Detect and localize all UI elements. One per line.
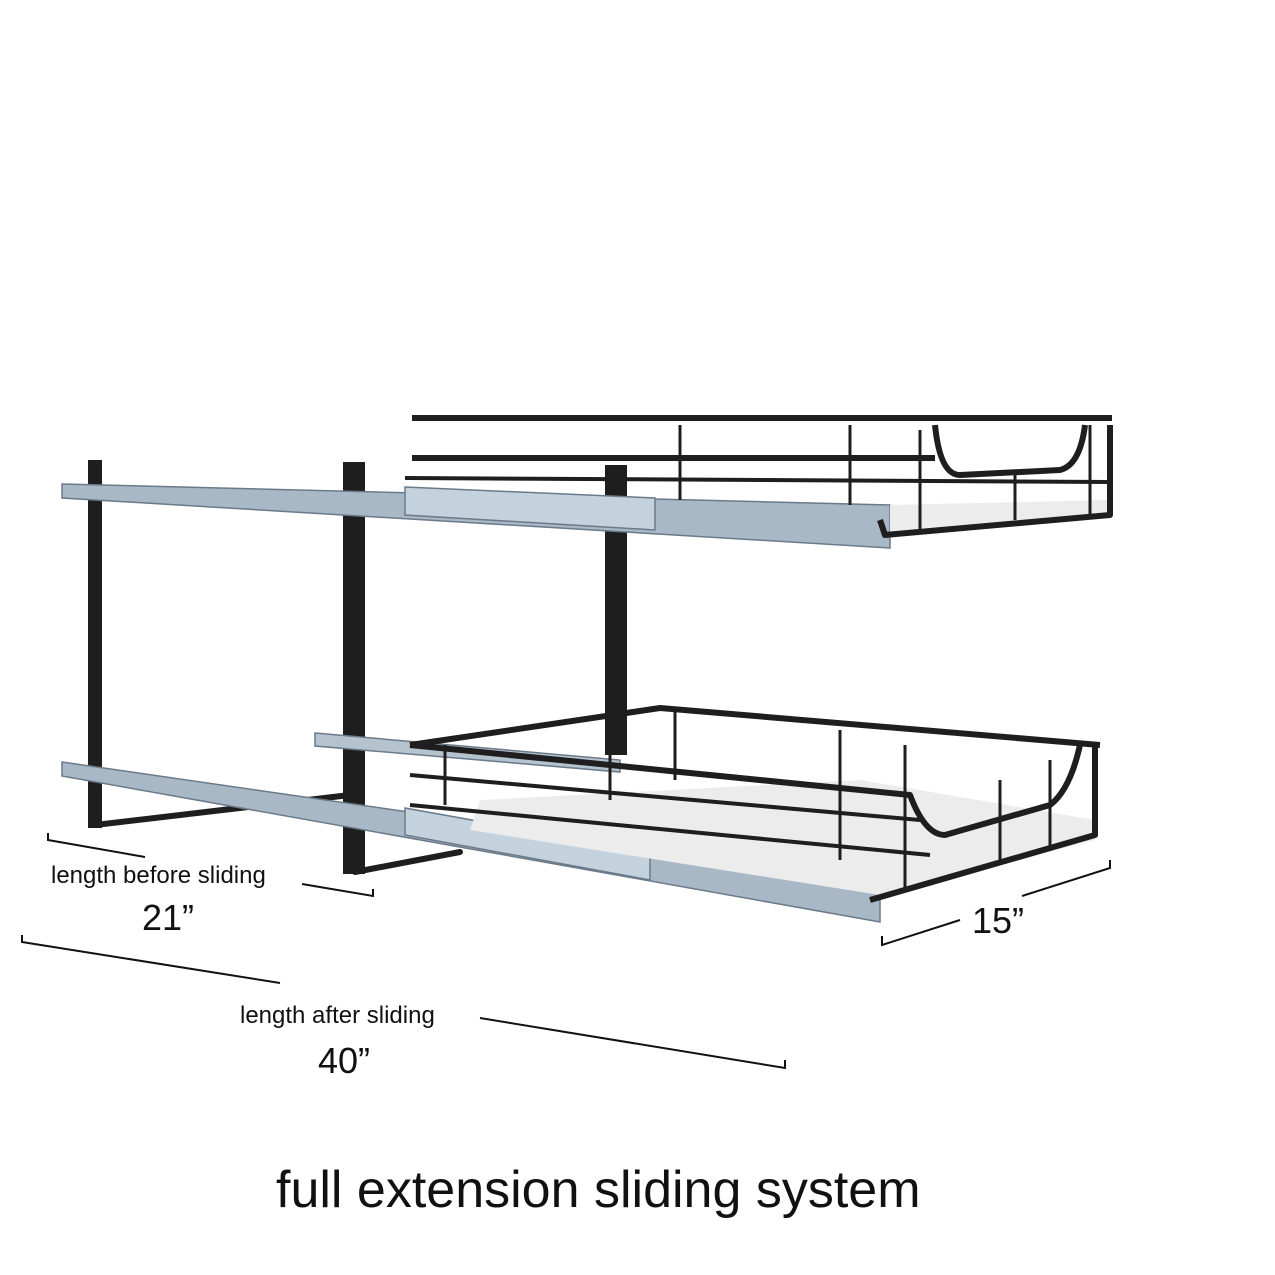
- width-value: 15”: [972, 900, 1025, 941]
- caption: full extension sliding system: [276, 1161, 921, 1219]
- slide-rails: [61, 483, 891, 923]
- length-after-value: 40”: [318, 1040, 371, 1081]
- lower-basket: [409, 705, 1101, 903]
- length-before-value: 21”: [142, 897, 195, 938]
- upper-basket: [404, 415, 1113, 538]
- length-after-label: length after sliding: [240, 1002, 435, 1029]
- length-before-label: length before sliding: [51, 862, 266, 889]
- rear-frame: [88, 460, 627, 875]
- dimension-lines: [21, 833, 1111, 1070]
